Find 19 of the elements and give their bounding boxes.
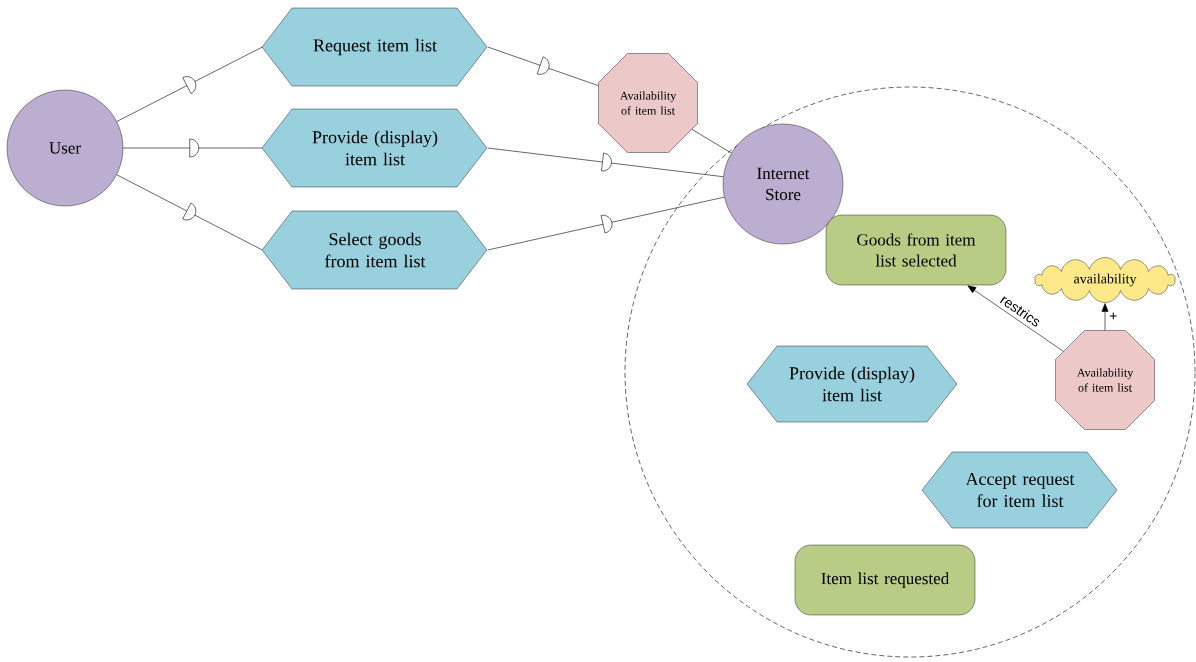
arrow	[1101, 303, 1109, 331]
dependency-link	[116, 46, 263, 122]
task-hexagon: Request item list	[261, 7, 488, 87]
task-hexagon: Select goods from item list	[261, 210, 488, 290]
arrow	[967, 285, 1064, 352]
softgoal-cloud: availability	[1034, 257, 1176, 303]
dependency-link	[487, 196, 725, 251]
goal-box: Item list requested	[794, 544, 976, 616]
dependency-link	[122, 138, 263, 158]
task-hexagon: Accept request for item list	[921, 451, 1118, 529]
edge-label: +	[1108, 311, 1119, 322]
resource-octagon: Availability of item list	[598, 53, 698, 153]
task-hexagon: Provide (display) item list	[261, 108, 488, 188]
dependency-link	[116, 174, 263, 251]
task-hexagon: Provide (display) item list	[746, 345, 958, 423]
dependency-link	[487, 147, 724, 177]
dependency-link	[487, 46, 599, 86]
goal-box: Goods from item list selected	[825, 214, 1007, 286]
resource-octagon: Availability of item list	[1055, 330, 1155, 430]
